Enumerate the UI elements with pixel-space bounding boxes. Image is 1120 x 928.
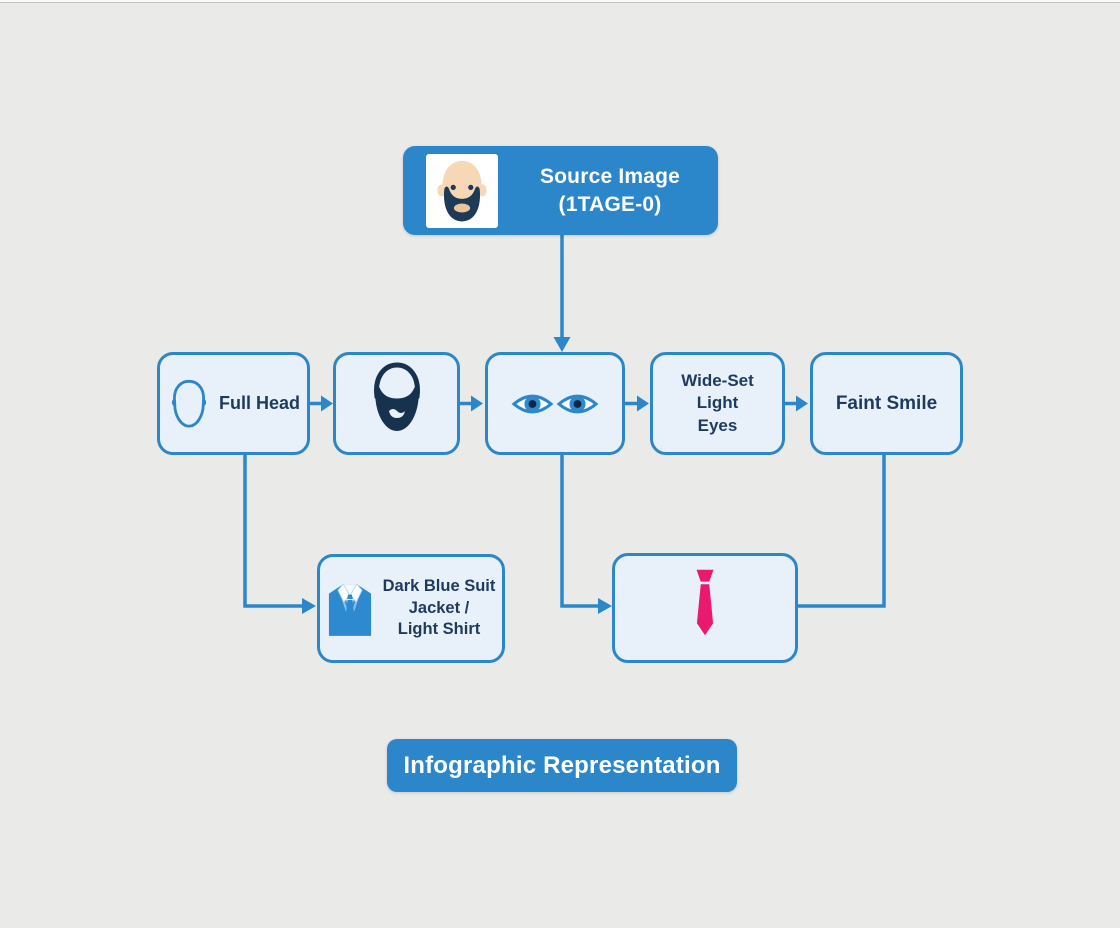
node-eyes xyxy=(485,352,625,455)
arrowhead-source-to-eyes xyxy=(553,337,571,352)
node-faint-smile: Faint Smile xyxy=(810,352,963,455)
source-title-line2: (1TAGE-0) xyxy=(558,192,662,216)
necktie-icon xyxy=(688,567,722,649)
head-outline-icon xyxy=(167,377,211,431)
arrowhead-fullhead-to-suit xyxy=(302,598,316,614)
node-tie xyxy=(612,553,798,663)
source-image-title: Source Image (1TAGE-0) xyxy=(518,163,702,218)
footer-title-box: Infographic Representation xyxy=(387,739,737,792)
arrowhead-eyes-to-tie xyxy=(598,598,612,614)
node-label-wide-set-light-eyes: Wide-Set Light Eyes xyxy=(681,370,754,435)
beard-icon xyxy=(366,361,428,447)
node-beard xyxy=(333,352,460,455)
arrowhead-fullhead-to-beard xyxy=(321,395,333,412)
arrowhead-beard-to-eyes xyxy=(471,395,483,412)
node-wide-set-light-eyes: Wide-Set Light Eyes xyxy=(650,352,785,455)
node-full-head: Full Head xyxy=(157,352,310,455)
connector-smile-to-tie xyxy=(798,455,886,608)
suit-jacket-icon xyxy=(327,580,373,638)
footer-title-label: Infographic Representation xyxy=(403,751,721,779)
arrowhead-wideset-to-smile xyxy=(796,395,808,412)
node-label-full-head: Full Head xyxy=(218,392,300,413)
bearded-man-portrait-icon xyxy=(426,153,498,228)
node-label-faint-smile: Faint Smile xyxy=(835,392,938,414)
connector-eyes-to-tie xyxy=(560,455,598,608)
source-image-node: Source Image (1TAGE-0) xyxy=(403,146,718,235)
node-label-suit-jacket: Dark Blue Suit Jacket / Light Shirt xyxy=(382,576,496,639)
arrowhead-eyes-to-wideset xyxy=(637,395,649,412)
pair-of-eyes-icon xyxy=(508,385,602,423)
source-title-line1: Source Image xyxy=(539,164,681,188)
node-suit-jacket: Dark Blue Suit Jacket / Light Shirt xyxy=(317,554,505,663)
connector-fullhead-to-suit xyxy=(243,455,302,608)
